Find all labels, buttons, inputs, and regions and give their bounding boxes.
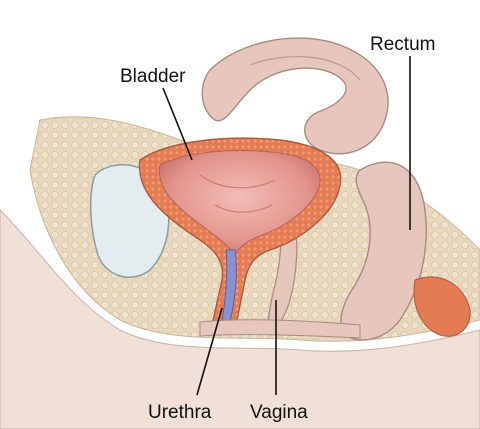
urethra-label: Urethra bbox=[148, 402, 212, 423]
rectum bbox=[340, 161, 427, 341]
uterus-fold bbox=[249, 56, 361, 81]
bladder-label: Bladder bbox=[120, 66, 186, 87]
rectum-label: Rectum bbox=[370, 34, 435, 55]
bladder-lumen-fold bbox=[199, 174, 276, 189]
urethra-leader-line bbox=[196, 307, 223, 396]
body-skin bbox=[0, 209, 480, 429]
perineum bbox=[199, 319, 361, 339]
vagina-label: Vagina bbox=[250, 402, 308, 423]
uterus bbox=[201, 37, 389, 155]
rectum-muscle bbox=[413, 276, 471, 337]
bladder-leader-line bbox=[162, 87, 193, 161]
bladder-lumen-fold bbox=[214, 204, 273, 213]
bladder-lumen bbox=[158, 150, 321, 256]
